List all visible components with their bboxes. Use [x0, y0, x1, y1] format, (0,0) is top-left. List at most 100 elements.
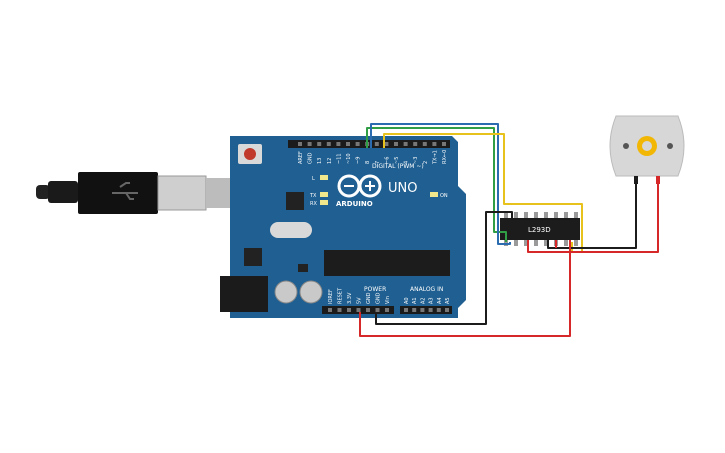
driver-pin[interactable]	[544, 212, 548, 218]
driver-pin[interactable]	[544, 240, 548, 246]
power-pin-label: Vin	[385, 296, 391, 304]
power-pin-hole[interactable]	[356, 308, 361, 312]
wire-red-motor[interactable]	[527, 184, 659, 253]
digital-pin-label: 7	[375, 161, 381, 164]
digital-pin-label: 2	[423, 161, 429, 164]
digital-pin-hole[interactable]	[432, 142, 437, 146]
digital-pin-label: ~6	[384, 157, 390, 164]
power-pin-hole[interactable]	[347, 308, 351, 312]
wires[interactable]	[359, 123, 659, 337]
arduino-board[interactable]: L TX RX ON ARDUINO UNO DIGITAL (PWM ~) P…	[220, 136, 466, 318]
driver-pin[interactable]	[574, 240, 578, 246]
digital-pin-hole[interactable]	[442, 142, 446, 146]
analog-pin-hole[interactable]	[412, 308, 417, 312]
usb-cable[interactable]	[36, 172, 238, 214]
power-pin-label: 3.3V	[347, 292, 353, 304]
analog-pin-hole[interactable]	[420, 308, 425, 312]
driver-label: L293D	[528, 226, 551, 234]
wire-green-top[interactable]	[366, 127, 507, 242]
driver-pin[interactable]	[534, 240, 538, 246]
digital-pin-label: ~3	[413, 157, 419, 164]
power-pin-label: IOREF	[328, 289, 334, 304]
analog-pin-label: A0	[404, 297, 410, 304]
digital-pin-label: 4	[404, 161, 410, 164]
digital-pin-hole[interactable]	[374, 142, 379, 146]
wire-black-motor[interactable]	[547, 184, 637, 249]
power-pin-hole[interactable]	[337, 308, 342, 312]
digital-pin-hole[interactable]	[403, 142, 408, 146]
dc-motor[interactable]	[609, 115, 685, 184]
digital-pin-label: TX→1	[432, 150, 438, 165]
analog-pin-label: A3	[429, 297, 435, 304]
power-jack	[220, 276, 268, 312]
wire-blue[interactable]	[370, 123, 511, 245]
analog-pin-hole[interactable]	[436, 308, 441, 312]
driver-pin[interactable]	[524, 212, 528, 218]
digital-pin-label: ~5	[394, 157, 400, 164]
digital-pin-label: 8	[365, 161, 371, 164]
digital-pin-label: RX←0	[442, 150, 448, 164]
analog-pin-label: A4	[437, 297, 443, 304]
digital-pin-hole[interactable]	[326, 142, 331, 146]
digital-pin-label: AREF	[298, 151, 304, 164]
analog-pin-label: A1	[412, 297, 418, 304]
driver-pin[interactable]	[514, 240, 518, 246]
digital-pin-hole[interactable]	[394, 142, 398, 146]
led-tx	[320, 192, 328, 197]
usb-icon	[112, 182, 138, 200]
power-pin-label: RESET	[338, 287, 344, 304]
analog-pin-hole[interactable]	[445, 308, 449, 312]
digital-pin-hole[interactable]	[346, 142, 350, 146]
analog-pin-label: A2	[420, 297, 426, 304]
driver-pin[interactable]	[514, 212, 518, 218]
digital-pin-hole[interactable]	[413, 142, 418, 146]
power-pin-hole[interactable]	[375, 308, 380, 312]
digital-label: DIGITAL (PWM ~)	[372, 163, 424, 170]
rx-label: RX	[310, 201, 317, 207]
analog-header[interactable]	[400, 306, 452, 314]
digital-pin-hole[interactable]	[307, 142, 312, 146]
driver-pin[interactable]	[554, 212, 558, 218]
power-pin-label: GND	[366, 292, 372, 304]
power-pin-hole[interactable]	[366, 308, 370, 312]
driver-pin[interactable]	[564, 212, 568, 218]
motor-gear-icon	[637, 136, 657, 156]
led-rx	[320, 200, 328, 205]
usb-chip	[286, 192, 304, 210]
digital-pin-label: 13	[317, 158, 323, 164]
digital-pin-hole[interactable]	[422, 142, 427, 146]
digital-pin-hole[interactable]	[298, 142, 302, 146]
digital-pin-label: ~11	[336, 153, 342, 164]
l-label: L	[312, 176, 315, 182]
analog-pin-hole[interactable]	[428, 308, 433, 312]
digital-pin-hole[interactable]	[355, 142, 360, 146]
analog-pin-label: A5	[445, 297, 451, 304]
capacitor	[299, 280, 323, 304]
analog-label: ANALOG IN	[410, 286, 443, 293]
wire-red-5v[interactable]	[359, 240, 571, 337]
power-pin-hole[interactable]	[328, 308, 332, 312]
digital-pin-label: GND	[308, 152, 314, 164]
microcontroller-chip	[324, 250, 450, 276]
crystal	[270, 222, 312, 238]
driver-pin[interactable]	[534, 212, 538, 218]
wire-black-gnd[interactable]	[375, 211, 513, 325]
brand-label: ARDUINO	[336, 200, 373, 208]
digital-pin-hole[interactable]	[384, 142, 389, 146]
led-on	[430, 192, 438, 197]
capacitor	[274, 280, 298, 304]
analog-pin-hole[interactable]	[404, 308, 408, 312]
driver-pin[interactable]	[504, 212, 508, 218]
digital-pin-hole[interactable]	[336, 142, 341, 146]
power-pin-hole[interactable]	[385, 308, 389, 312]
digital-pin-label: ~9	[356, 157, 362, 164]
led-l	[320, 175, 328, 180]
driver-pin[interactable]	[574, 212, 578, 218]
on-label: ON	[440, 193, 448, 199]
driver-pin[interactable]	[524, 240, 528, 246]
arduino-logo-icon	[337, 174, 382, 198]
power-label: POWER	[364, 286, 386, 293]
power-pin-label: 5V	[357, 297, 363, 304]
digital-pin-hole[interactable]	[317, 142, 322, 146]
driver-pin[interactable]	[564, 240, 568, 246]
